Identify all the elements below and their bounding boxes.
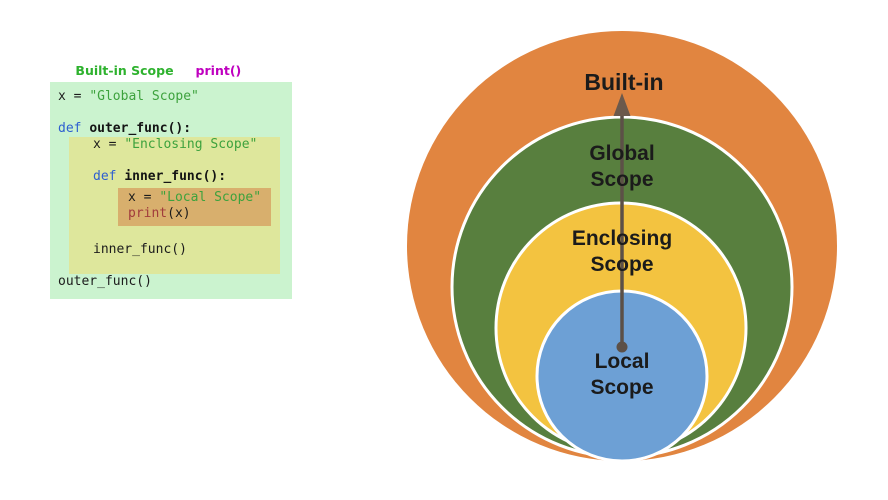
builtin-scope-label: Built-in Scope: [75, 63, 174, 78]
code-line-outer-def: def outer_func():: [58, 121, 292, 137]
global-scope-code-block: x = "Global Scope" def outer_func(): x =…: [50, 82, 292, 299]
code-text: x =: [58, 89, 90, 104]
code-string: "Enclosing Scope": [124, 137, 258, 152]
code-line-outer-call: outer_func(): [58, 274, 152, 289]
global-circle-label: Global Scope: [589, 142, 655, 191]
code-line-local-assign: x = "Local Scope": [128, 190, 271, 206]
code-line-inner-call: inner_func(): [93, 242, 187, 257]
def-keyword: def: [58, 121, 90, 136]
enclosing-scope-code-block: x = "Enclosing Scope" def inner_func(): …: [69, 137, 280, 274]
function-name: inner_func():: [124, 169, 227, 184]
lookup-arrowhead-icon: [613, 93, 631, 116]
print-keyword: print: [128, 206, 168, 221]
code-line-global-assign: x = "Global Scope": [58, 89, 292, 105]
builtin-circle-label: Built-in: [584, 69, 664, 95]
builtin-scope-header: Built-in Scope print(): [58, 48, 241, 93]
code-text: x =: [128, 190, 160, 205]
code-line-inner-def: def inner_func():: [93, 169, 280, 185]
code-line-enclosing-assign: x = "Enclosing Scope": [93, 137, 280, 153]
code-line-print-call: print(x): [128, 206, 271, 222]
code-string: "Local Scope": [159, 190, 262, 205]
code-string: "Global Scope": [89, 89, 199, 104]
code-text: (x): [167, 206, 191, 221]
def-keyword: def: [93, 169, 125, 184]
local-scope-code-block: x = "Local Scope" print(x): [118, 188, 271, 226]
print-function-label: print(): [195, 63, 242, 78]
code-text: x =: [93, 137, 125, 152]
lookup-arrow-origin-dot: [616, 341, 628, 353]
local-circle-label: Local Scope: [590, 350, 654, 399]
function-name: outer_func():: [89, 121, 192, 136]
enclosing-circle-label: Enclosing Scope: [571, 227, 673, 276]
